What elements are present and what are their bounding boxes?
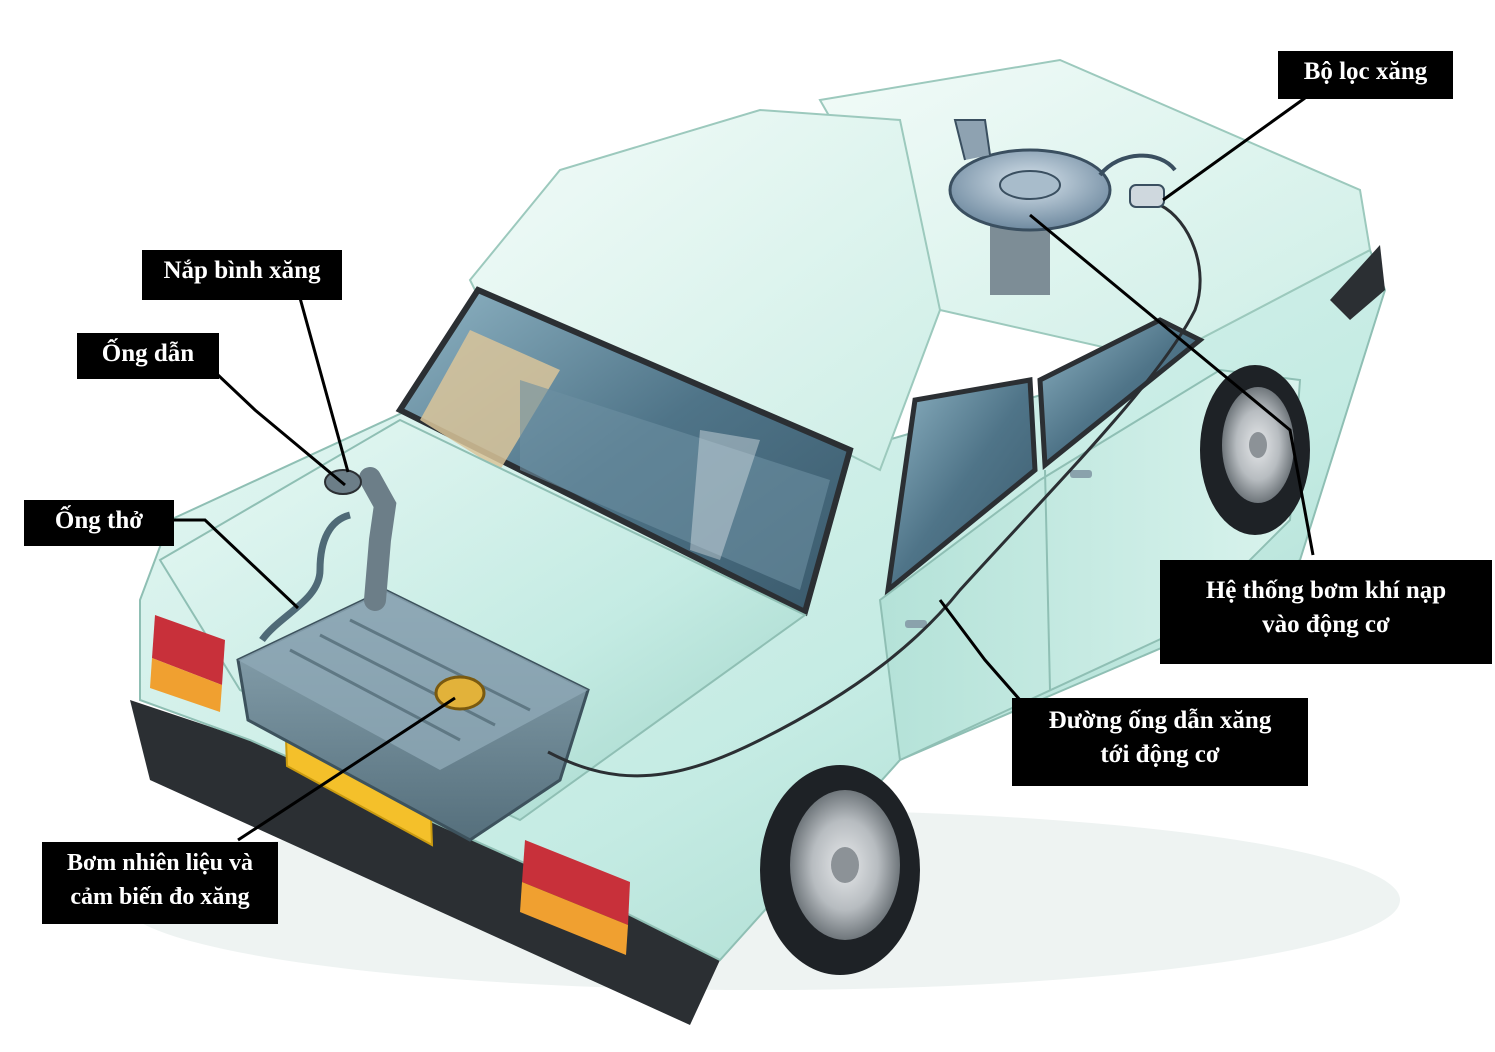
label-breather-pipe: Ống thở <box>24 500 174 546</box>
label-fuel-cap: Nắp bình xăng <box>142 250 342 300</box>
leader-pump-sensor <box>237 696 456 842</box>
door-handle <box>1070 470 1092 478</box>
door-seam <box>1044 469 1051 691</box>
right-tail-light <box>520 840 630 955</box>
rear-shelf <box>420 330 560 470</box>
left-tail-light <box>150 615 225 712</box>
fuel-filter-part <box>1129 184 1165 208</box>
rear-seat <box>520 380 830 590</box>
label-fuel-filter: Bộ lọc xăng <box>1278 51 1453 99</box>
window-glare <box>690 430 760 560</box>
leader-lines <box>168 96 1315 842</box>
label-intake-system: Hệ thống bơm khí nạp vào động cơ <box>1160 560 1492 664</box>
rear-door-handle <box>905 620 927 628</box>
label-filler-pipe: Ống dẫn <box>77 333 219 379</box>
leader-fuel-line <box>938 599 1022 701</box>
label-fuel-line: Đường ống dẫn xăng tới động cơ <box>1012 698 1308 786</box>
leader-breather-pipe <box>168 518 300 610</box>
front-wheel <box>1200 365 1310 535</box>
fuel-line <box>547 203 1202 778</box>
leader-fuel-filter <box>1162 96 1306 202</box>
air-filter-housing <box>948 119 1177 295</box>
front-corner <box>1330 245 1385 320</box>
front-side-window <box>1037 317 1205 470</box>
leader-fuel-cap <box>298 297 350 473</box>
leader-filler-pipe <box>216 373 346 487</box>
breather-hose <box>259 511 352 643</box>
rear-side-window <box>884 377 1038 596</box>
rear-bumper <box>130 700 720 1025</box>
label-pump-sensor: Bơm nhiên liệu và cảm biến đo xăng <box>42 842 278 924</box>
leader-intake-system <box>1029 213 1315 556</box>
rear-wheel <box>760 765 920 975</box>
